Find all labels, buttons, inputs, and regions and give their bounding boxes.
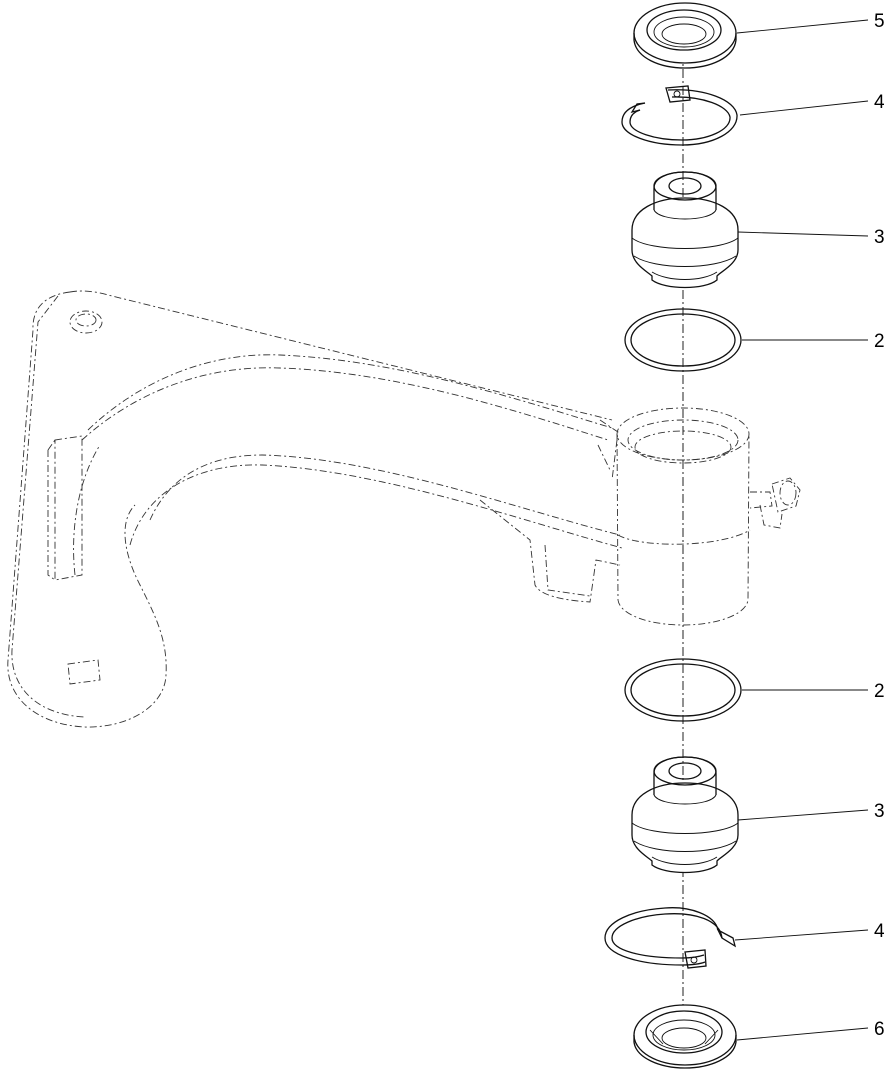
leader-4-bottom xyxy=(734,929,869,941)
callout-5: 5 xyxy=(874,11,885,32)
callout-6: 6 xyxy=(874,1019,885,1040)
mounting-arm xyxy=(7,290,623,728)
seal-top xyxy=(633,2,737,69)
retaining-ring-top xyxy=(621,85,738,146)
bearing-lower xyxy=(631,756,739,874)
leader-3-bottom xyxy=(737,809,869,821)
retaining-ring-lower xyxy=(604,907,737,969)
callout-2-bottom: 2 xyxy=(874,681,885,702)
callout-3-bottom: 3 xyxy=(874,801,885,822)
hub-housing xyxy=(616,407,801,626)
o-ring-upper xyxy=(624,308,742,372)
callout-4-bottom: 4 xyxy=(874,921,885,942)
bearing-upper xyxy=(631,171,739,289)
callout-3-top: 3 xyxy=(874,227,885,248)
callout-4-top: 4 xyxy=(874,92,885,113)
mounting-hole xyxy=(69,310,103,334)
leader-5 xyxy=(736,19,869,34)
callout-labels: 5 4 3 2 2 3 4 6 xyxy=(874,11,885,1040)
leader-lines xyxy=(734,19,869,1041)
leader-6 xyxy=(736,1027,869,1041)
callout-2-top: 2 xyxy=(874,331,885,352)
leader-4-top xyxy=(739,100,869,116)
square-slot xyxy=(67,659,101,685)
grease-fitting xyxy=(749,477,801,529)
leader-3-top xyxy=(737,231,869,237)
seal-bottom xyxy=(633,1004,737,1069)
o-ring-lower xyxy=(624,658,742,722)
